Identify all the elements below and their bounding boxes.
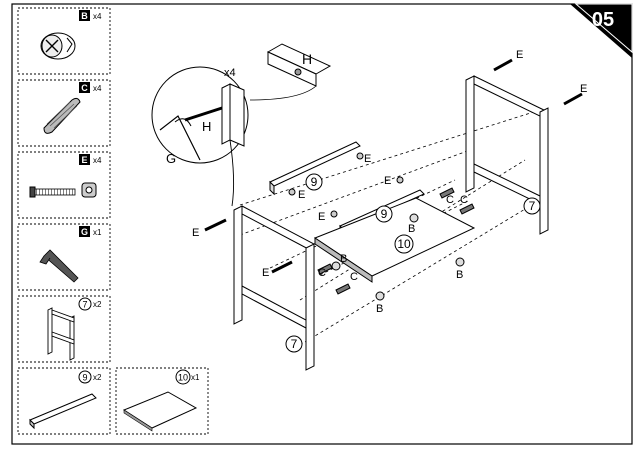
part-quantity: x2: [93, 300, 102, 309]
legend-part-c: C x4: [43, 82, 102, 134]
dowels: [317, 187, 475, 295]
label-b: B: [456, 269, 463, 281]
right-side-frame: [465, 75, 549, 235]
bolt-icon: [29, 186, 76, 198]
part-letter-badge: [79, 154, 90, 165]
allen-key-icon: [39, 249, 79, 283]
step-badge: 05: [570, 3, 633, 58]
shelf-panel-icon: [122, 391, 198, 432]
svg-text:C: C: [81, 83, 88, 93]
label-e: E: [580, 83, 587, 95]
part-9-callout: 9: [311, 175, 318, 189]
left-side-frame: [233, 205, 315, 371]
wooden-dowel-icon: [43, 97, 81, 134]
label-c: C: [318, 267, 326, 279]
label-c: C: [460, 194, 468, 206]
part-number-callouts: 9 9 10 7 7: [285, 173, 541, 353]
part-letter-badge: [79, 82, 90, 93]
step-number: 05: [592, 9, 614, 31]
svg-text:9: 9: [82, 373, 87, 383]
barrel-nuts: [288, 152, 404, 218]
label-b: B: [408, 223, 415, 235]
part-7-callout: 7: [291, 337, 298, 351]
label-e: E: [364, 153, 371, 165]
legend-part-b: B x4: [40, 10, 102, 60]
svg-text:G: G: [81, 227, 88, 237]
part-quantity: x1: [191, 373, 200, 382]
svg-text:10: 10: [178, 373, 188, 383]
label-g: G: [166, 151, 176, 166]
parts-legend: [17, 7, 209, 435]
upper-rail: [269, 141, 361, 196]
callout-labels: x4 H H G E E E E E E E E B B B B C C C C: [166, 49, 587, 315]
part-quantity: x4: [93, 156, 102, 165]
cam-lock-icon: [40, 32, 76, 60]
label-h: H: [302, 51, 312, 67]
part-9-callout: 9: [381, 207, 388, 221]
legend-part-10: 10 x1: [122, 369, 200, 432]
barrel-nut-icon: [81, 182, 97, 198]
legend-part-9: 9 x2: [29, 370, 102, 430]
page-frame: [11, 3, 633, 445]
label-e: E: [516, 49, 523, 61]
detail-count-label: x4: [224, 67, 236, 79]
legend-part-7: 7 x2: [47, 297, 102, 361]
part-7-callout: 7: [529, 199, 536, 213]
part-letter-badge: [79, 226, 90, 237]
part-10-callout: 10: [397, 237, 411, 251]
label-b: B: [376, 303, 383, 315]
bolts: [204, 58, 583, 274]
legend-part-e: E x4: [29, 154, 102, 198]
svg-text:E: E: [81, 155, 87, 165]
part-quantity: x4: [93, 84, 102, 93]
svg-text:B: B: [81, 11, 88, 21]
svg-text:7: 7: [82, 300, 87, 310]
detail-callout: [151, 66, 249, 207]
part-letter-badge: [79, 10, 90, 21]
shelf-panel: [313, 197, 476, 283]
side-frame-icon: [47, 307, 75, 361]
part-quantity: x4: [93, 12, 102, 21]
label-e: E: [262, 267, 269, 279]
cam-locks: [331, 213, 465, 301]
label-h: H: [202, 119, 211, 134]
label-b: B: [340, 253, 347, 265]
label-c: C: [350, 271, 358, 283]
rail-icon: [29, 393, 97, 430]
main-assembly: [151, 43, 583, 371]
label-c: C: [446, 194, 454, 206]
label-e: E: [298, 189, 305, 201]
label-e: E: [318, 211, 325, 223]
legend-part-g: G x1: [39, 226, 102, 283]
part-quantity: x2: [93, 373, 102, 382]
label-e: E: [384, 175, 391, 187]
part-quantity: x1: [93, 228, 102, 237]
detail-box-h: [249, 43, 332, 101]
label-e: E: [192, 227, 199, 239]
